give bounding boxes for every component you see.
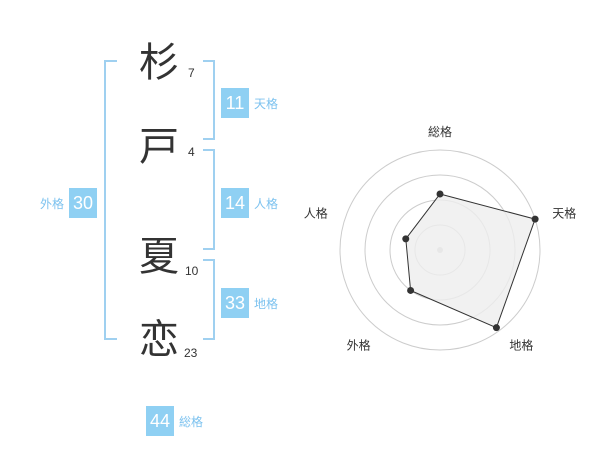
tenkaku-badge: 11 天格 xyxy=(221,88,278,118)
tenkaku-value: 11 xyxy=(221,88,249,118)
soukaku-value: 44 xyxy=(146,406,174,436)
radar-axis-label-4: 外格 xyxy=(347,337,371,352)
name-char-3: 夏 xyxy=(139,234,179,280)
radar-axis-label-5: 人格 xyxy=(304,206,328,221)
radar-axis-label-2: 天格 xyxy=(552,206,576,221)
gaikaku-value: 30 xyxy=(69,188,98,218)
gaikaku-label: 外格 xyxy=(40,196,65,211)
stroke-count-3: 10 xyxy=(185,264,199,278)
jinkaku-badge: 14 人格 xyxy=(221,188,278,218)
jinkaku-bracket xyxy=(203,149,215,250)
stroke-count-1: 7 xyxy=(188,66,195,80)
chikaku-bracket xyxy=(203,259,215,340)
chikaku-badge: 33 地格 xyxy=(221,288,278,318)
tenkaku-bracket xyxy=(203,60,215,140)
soukaku-label: 総格 xyxy=(179,414,204,429)
name-char-1: 杉 xyxy=(139,40,179,86)
radar-point-4 xyxy=(407,286,415,294)
gaikaku-bracket xyxy=(104,60,117,340)
stroke-count-2: 4 xyxy=(188,145,195,159)
tenkaku-label: 天格 xyxy=(254,96,279,111)
radar-axis-label-1: 総格 xyxy=(428,124,452,139)
radar-point-2 xyxy=(531,215,539,223)
jinkaku-label: 人格 xyxy=(254,196,279,211)
soukaku-badge: 44 総格 xyxy=(146,406,203,436)
stroke-count-4: 23 xyxy=(184,346,198,360)
chikaku-label: 地格 xyxy=(254,296,279,311)
gaikaku-badge: 外格 30 xyxy=(40,188,98,218)
radar-point-1 xyxy=(436,190,444,198)
radar-point-3 xyxy=(492,324,500,332)
radar-polygon xyxy=(405,193,536,329)
name-char-2: 戸 xyxy=(139,124,179,170)
radar-point-5 xyxy=(402,235,410,243)
radar-ring xyxy=(339,149,541,351)
radar-axis-label-3: 地格 xyxy=(509,337,533,352)
jinkaku-value: 14 xyxy=(221,188,249,218)
chikaku-value: 33 xyxy=(221,288,249,318)
name-char-4: 恋 xyxy=(139,317,179,363)
